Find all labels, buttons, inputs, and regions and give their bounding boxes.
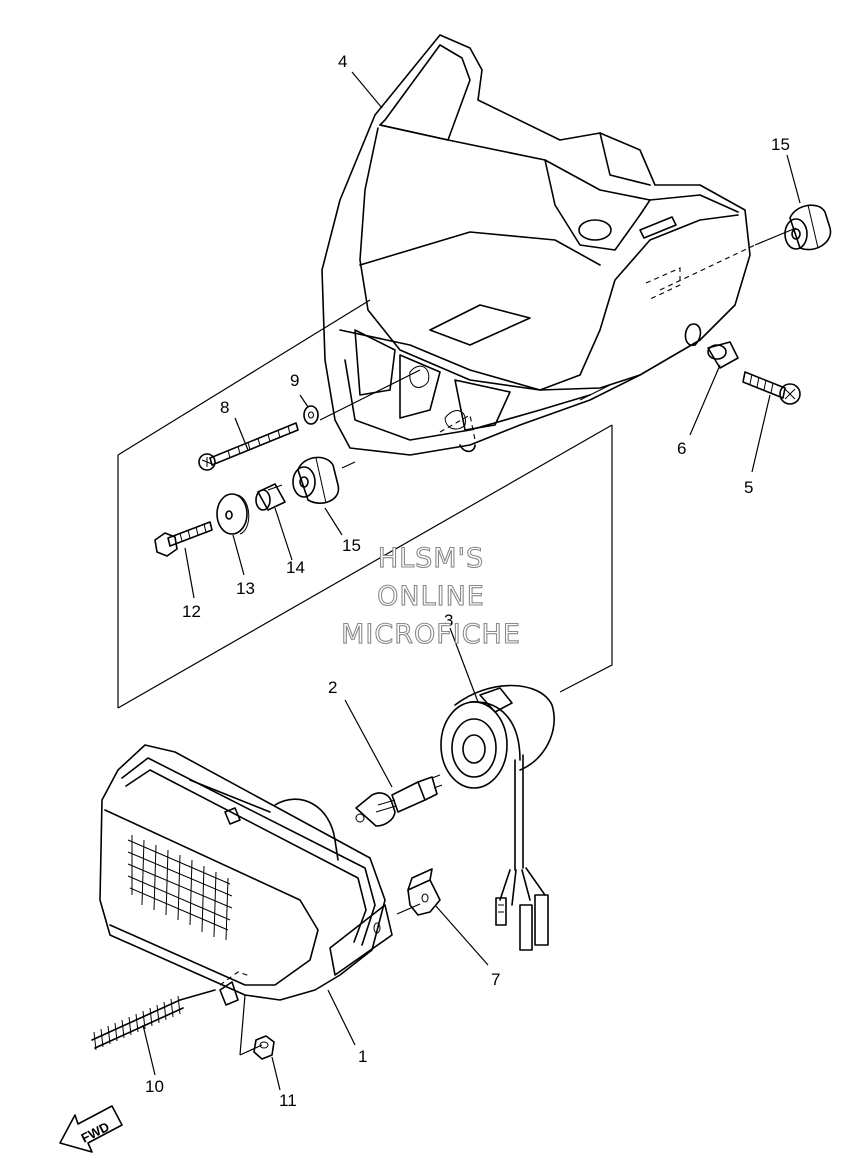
callout-2: 2 [328,678,337,697]
callout-10: 10 [145,1077,164,1096]
callout-15-left: 15 [342,536,361,555]
callout-7: 7 [491,970,500,989]
headlight-unit [99,744,393,1006]
callout-8: 8 [220,398,229,417]
bracket-clip [407,868,441,916]
watermark-line-3: MICROFICHE [341,619,521,650]
washer [303,405,319,425]
callout-12: 12 [182,602,201,621]
assembly-guide-lines [117,227,797,1056]
callout-13: 13 [236,579,255,598]
watermark-line-2: ONLINE [377,581,485,612]
screw [742,371,801,405]
callout-14: 14 [286,558,305,577]
collar [707,341,739,369]
bulb-socket [440,684,555,951]
lens-grille [127,835,233,941]
callout-6: 6 [677,439,686,458]
callout-11: 11 [279,1091,297,1110]
forward-label: FWD [79,1119,112,1146]
callout-15-right: 15 [771,135,790,154]
callout-3: 3 [444,611,453,630]
watermark: HLSM'S ONLINE MICROFICHE [341,542,521,650]
nut [253,1035,275,1060]
headlight-housing [321,34,751,456]
short-bolt [154,521,213,557]
callout-9: 9 [290,371,299,390]
watermark-line-1: HLSM'S [378,543,484,574]
bulb [355,774,443,827]
grommet-left [292,456,340,504]
long-bolt [198,422,299,471]
grommet-right [784,204,832,251]
callout-5: 5 [744,478,753,497]
forward-arrow-icon: FWD [59,1105,123,1153]
leader-lines [142,71,801,1091]
callout-4: 4 [338,52,347,71]
flat-washer [216,493,250,535]
callout-labels: 1 2 3 4 5 6 7 8 9 10 11 12 13 14 15 15 [145,52,790,1110]
callout-1: 1 [358,1047,367,1066]
spacer [255,483,286,511]
adjusting-spring [91,989,216,1051]
